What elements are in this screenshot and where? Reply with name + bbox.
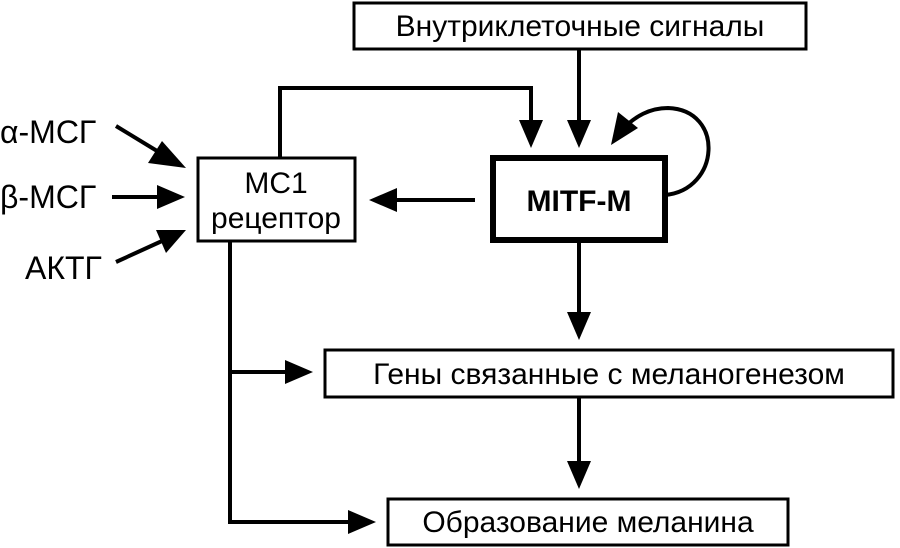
alpha-msh-arrow [114,124,186,168]
mitf-label: MITF-M [527,185,632,218]
intracellular-signals-label: Внутриклеточные сигналы [396,10,765,43]
melanin-formation-node: Образование меланина [386,497,790,547]
beta-msh-label: β-МСГ [0,179,96,215]
mitf-to-mc1-arrow [369,188,475,212]
intracellular-signals-box [352,1,808,51]
actg-arrow [115,230,186,264]
mc1-label-line1: MC1 [244,167,307,200]
intracellular-signals-node: Внутриклеточные сигналы [352,1,808,51]
melanin-formation-box [386,497,790,547]
mitf-self-loop-arrow [611,105,711,197]
mitf-node: MITF-M [490,155,668,243]
signals-to-mitf-arrow [567,49,591,148]
melanogenesis-genes-node: Гены связанные с меланогенезом [323,348,895,399]
mc1-to-mitf-arrow [278,86,543,158]
mc1-to-genes-arrow [230,360,313,384]
mc1-to-melanin-arrow [230,510,376,534]
mc1-receptor-box [196,156,357,243]
actg-label: АКТГ [25,250,102,286]
mc1-label-line2: рецептор [211,202,341,235]
mitf-to-genes-arrow [567,240,591,340]
alpha-msh-label: α-МСГ [0,114,96,150]
beta-msh-arrow [112,185,185,209]
melanin-formation-label: Образование меланина [422,506,754,539]
melanogenesis-genes-box [323,348,895,399]
melanogenesis-genes-label: Гены связанные с меланогенезом [373,358,845,391]
genes-to-melanin-arrow [567,397,591,489]
mc1-receptor-node: MC1 рецептор [196,156,357,243]
